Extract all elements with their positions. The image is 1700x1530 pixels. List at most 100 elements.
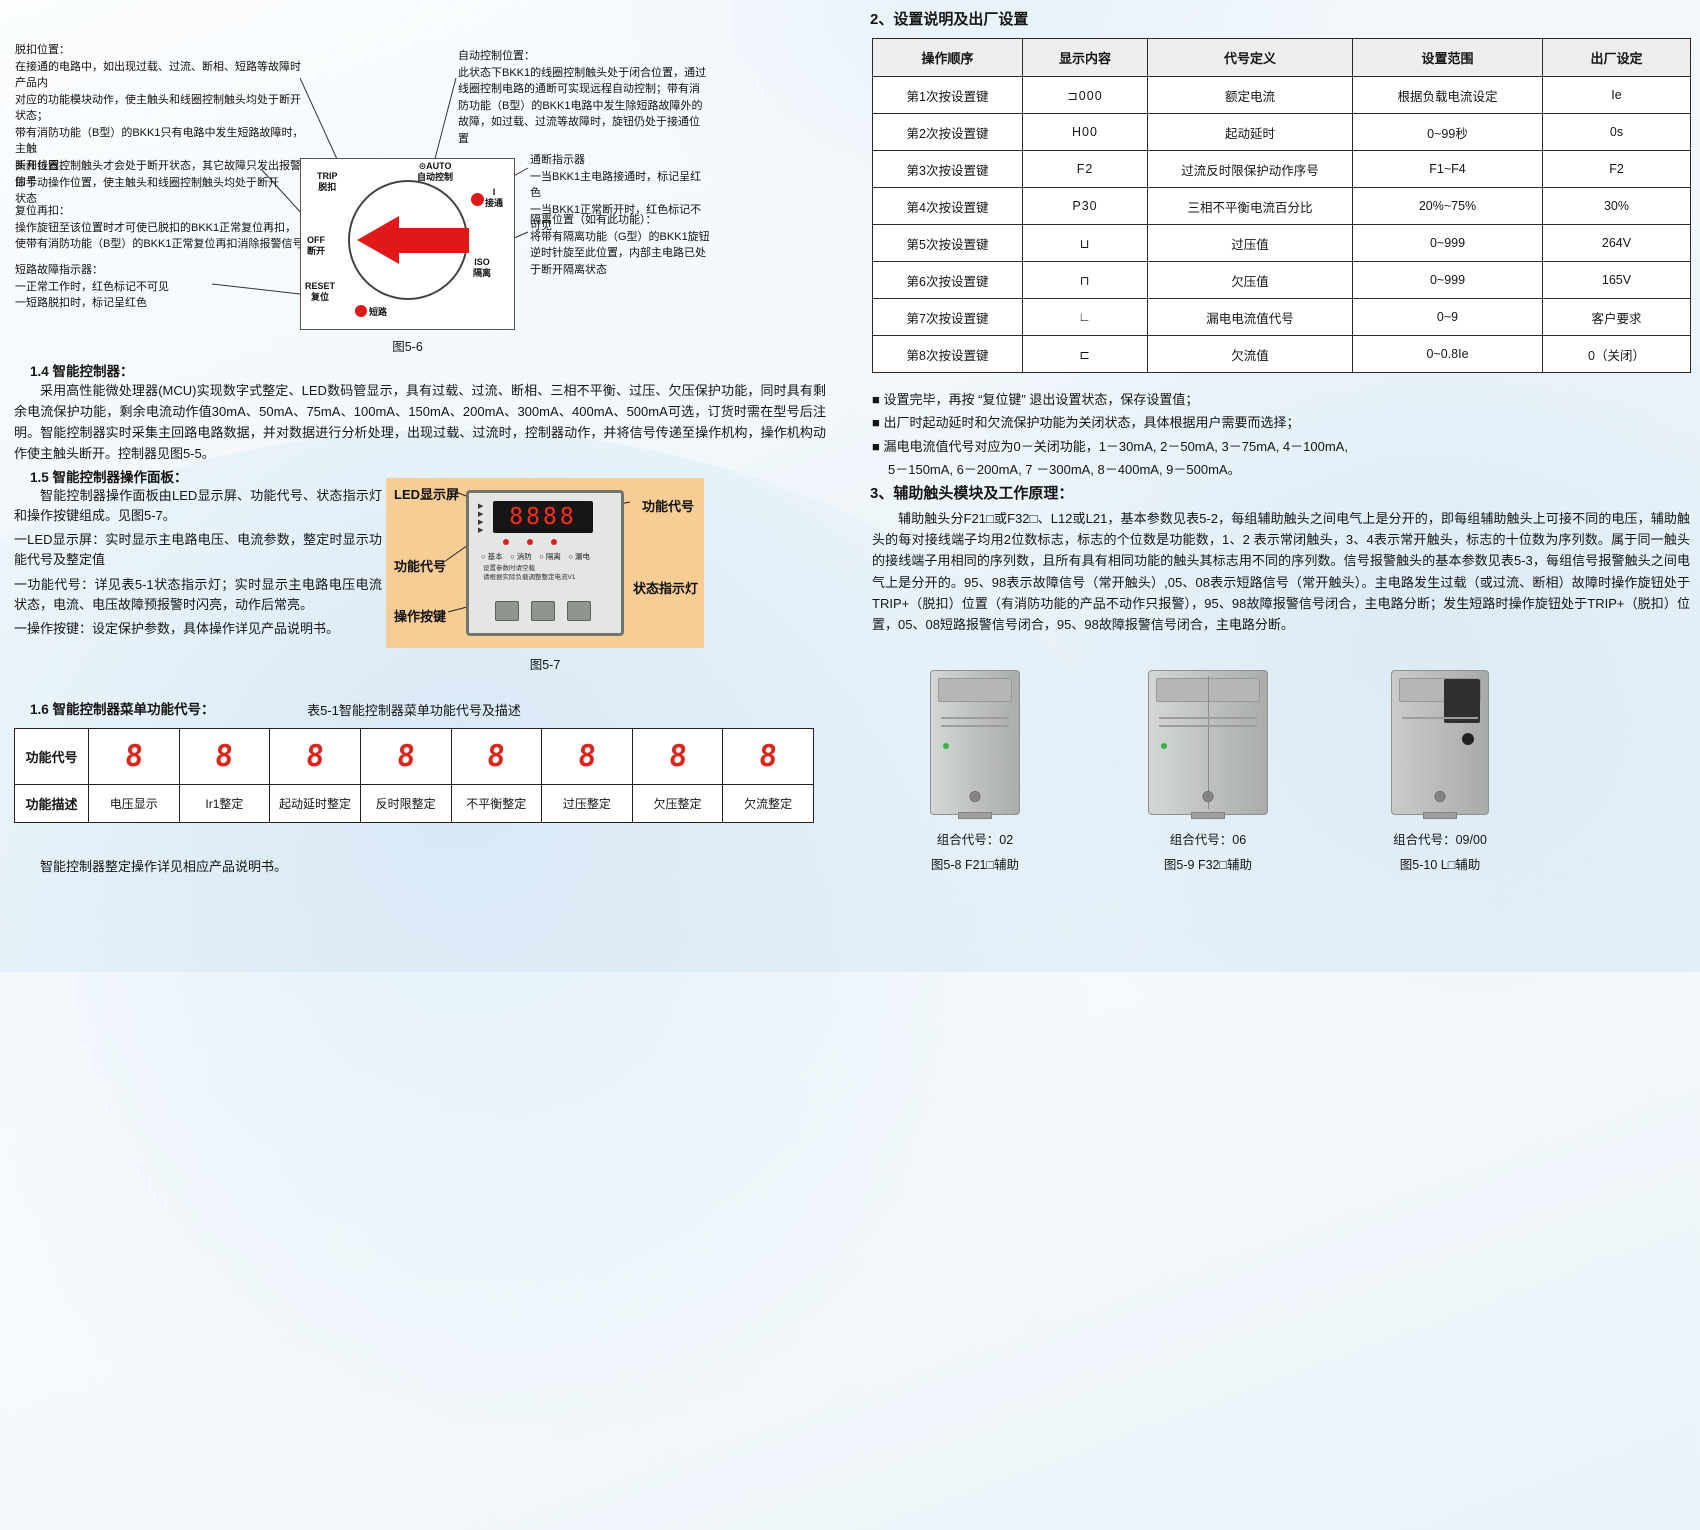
column-header: 设置范围: [1352, 38, 1543, 77]
module-led: [1161, 743, 1167, 749]
dial-label-reset: RESET 复位: [305, 281, 336, 303]
section-2-title: 2、设置说明及出厂设置: [870, 11, 1029, 28]
figure-caption: 图5-10 L□辅助: [1399, 858, 1481, 872]
table-cell: ⊔: [1022, 224, 1148, 262]
module-body: [930, 670, 1020, 819]
table-cell: 过压整定: [541, 784, 633, 823]
table-row-codes: 功能代号 8 8 8 8 8 8 8 8: [14, 728, 814, 785]
table-cell: 8: [631, 728, 724, 785]
table-row: 第2次按设置键 H00 起动延时 0~99秒 0s: [872, 113, 1691, 151]
module-body: [1148, 670, 1268, 819]
table-cell: 电压显示: [88, 784, 180, 823]
table-row: 第4次按设置键 P30 三相不平衡电流百分比 20%~75% 30%: [872, 187, 1691, 225]
table-row: 第8次按设置键 ⊏ 欠流值 0~0.8Ie 0（关闭）: [872, 335, 1691, 373]
table-cell: 起动延时整定: [269, 784, 361, 823]
table-cell: 第7次按设置键: [872, 298, 1023, 336]
table-cell: 0~999: [1352, 224, 1543, 262]
table-cell: 第3次按设置键: [872, 150, 1023, 188]
module-photo-f21: [895, 665, 1055, 825]
table-cell: 第5次按设置键: [872, 224, 1023, 262]
combo-code: 组合代号：06: [1169, 833, 1247, 847]
dial-label-auto: ⊙AUTO 自动控制: [417, 161, 454, 183]
seven-seg-code: 8: [576, 739, 598, 774]
module-groove: [941, 725, 1009, 727]
module-dark-block: [1444, 679, 1480, 723]
table-cell: 第8次按设置键: [872, 335, 1023, 373]
table-cell: 30%: [1542, 187, 1691, 225]
column-header: 操作顺序: [872, 38, 1023, 77]
label-operation-keys: 操作按键: [394, 609, 447, 624]
callout-on-indicator: 通断指示器 一当BKK1主电路接通时，标记呈红色 一当BKK1正常断开时，红色标…: [530, 154, 702, 232]
callout-off-position: 断开位置： 即手动操作位置，使主触头和线圈控制触头均处于断开状态: [15, 160, 279, 205]
table-cell: 根据负载电流设定: [1352, 76, 1543, 114]
note-item: ■ 出厂时起动延时和欠流保护功能为关闭状态，具体根据用户需要而选择；: [872, 415, 1300, 431]
mode-indicator-labels: ○ 基本 ○ 消防 ○ 隔离 ○ 漏电: [481, 552, 590, 561]
dial-label-trip: TRIP 脱扣: [317, 171, 338, 193]
section-1-5-body: 智能控制器操作面板由LED显示屏、功能代号、状态指示灯和操作按键组成。见图5-7…: [14, 486, 382, 643]
table-cell: 8: [88, 728, 180, 785]
table-cell: 反时限整定: [359, 784, 452, 823]
table-cell: 客户要求: [1542, 298, 1691, 336]
table-cell: 过压值: [1147, 224, 1353, 262]
label-status-leds: 状态指示灯: [632, 581, 698, 596]
column-header: 显示内容: [1022, 38, 1148, 77]
dial-label-on: I 接通: [485, 187, 504, 209]
panel-button: [567, 601, 591, 621]
note-item: ■ 漏电电流值代号对应为0－关闭功能，1－30mA, 2－50mA, 3－75m…: [872, 438, 1348, 454]
table-cell: 额定电流: [1147, 76, 1353, 114]
paragraph: 智能控制器操作面板由LED显示屏、功能代号、状态指示灯和操作按键组成。见图5-7…: [14, 488, 382, 524]
module-photo-l: [1360, 665, 1520, 825]
table-header-row: 操作顺序 显示内容 代号定义 设置范围 出厂设定: [872, 38, 1691, 77]
module-knob: [1462, 733, 1474, 745]
table-cell: ⊐000: [1022, 76, 1148, 114]
table-row-descriptions: 功能描述 电压显示 Ir1整定 起动延时整定 反时限整定 不平衡整定 过压整定 …: [14, 784, 814, 823]
setting-note: 智能控制器整定操作详见相应产品说明书。: [40, 859, 288, 874]
module-photo-f32: [1128, 665, 1288, 825]
notes-list: ■ 设置完毕，再按 “复位键” 退出设置状态，保存设置值； ■ 出厂时起动延时和…: [872, 388, 1690, 482]
figure-5-8: 组合代号：02 图5-8 F21□辅助: [895, 665, 1055, 873]
table-cell: 第2次按设置键: [872, 113, 1023, 151]
table-cell: 三相不平衡电流百分比: [1147, 187, 1353, 225]
figure-5-10: 组合代号：09/00 图5-10 L□辅助: [1360, 665, 1520, 873]
paragraph: 一功能代号：详见表5-1状态指示灯；实时显示主电路电压电流状态，电流、电压故障预…: [14, 576, 382, 612]
seven-seg-code: 8: [304, 739, 326, 774]
paragraph: 一操作按键：设定保护参数，具体操作详见产品说明书。: [14, 620, 340, 636]
table-cell: 0~999: [1352, 261, 1543, 299]
dial-label-iso: ISO 隔离: [473, 257, 492, 279]
seven-seg-code: 8: [213, 739, 235, 774]
table-cell: Ir1整定: [178, 784, 271, 823]
table-cell: 欠流值: [1147, 335, 1353, 373]
table-cell: F1~F4: [1352, 150, 1543, 188]
table-cell: F2: [1542, 150, 1691, 188]
table-cell: 8: [269, 728, 361, 785]
dial-label-short: 短路: [369, 307, 388, 317]
display-arrows: ▶ ▶ ▶ ▶: [478, 503, 484, 535]
module-screw: [1202, 791, 1214, 802]
figure-5-6-rotary-switch: TRIP 脱扣 ⊙AUTO 自动控制 I 接通 ISO 隔离 OFF 断开 RE…: [300, 158, 515, 330]
short-indicator-dot: [355, 305, 367, 317]
seven-segment-display: 8888: [493, 501, 593, 533]
table-cell: 欠压值: [1147, 261, 1353, 299]
seven-seg-code: 8: [123, 739, 145, 774]
table-cell: 165V: [1542, 261, 1691, 299]
table-cell: 起动延时: [1147, 113, 1353, 151]
dial-label-off: OFF 断开: [307, 235, 326, 257]
module-body: [1391, 670, 1489, 819]
module-screw: [1434, 791, 1446, 802]
table-cell: 0~0.8Ie: [1352, 335, 1543, 373]
section-1-4-body: 采用高性能微处理器(MCU)实现数字式整定、LED数码管显示，具有过载、过流、断…: [14, 383, 826, 462]
status-led: [551, 539, 557, 545]
table-cell: H00: [1022, 113, 1148, 151]
table-5-1-title: 表5-1智能控制器菜单功能代号及描述: [307, 703, 521, 718]
table-row: 第5次按设置键 ⊔ 过压值 0~999 264V: [872, 224, 1691, 262]
status-led: [503, 539, 509, 545]
module-groove: [1159, 725, 1257, 727]
paragraph: 一LED显示屏：实时显示主电路电压、电流参数，整定时显示功能代号及整定值: [14, 532, 382, 568]
figure-5-9: 组合代号：06 图5-9 F32□辅助: [1128, 665, 1288, 873]
figure-5-6-caption: 图5-6: [392, 340, 423, 354]
seven-seg-code: 8: [667, 739, 689, 774]
table-row: 第6次按设置键 ⊓ 欠压值 0~999 165V: [872, 261, 1691, 299]
seven-seg-code: 8: [485, 739, 507, 774]
row-header: 功能描述: [14, 784, 89, 823]
